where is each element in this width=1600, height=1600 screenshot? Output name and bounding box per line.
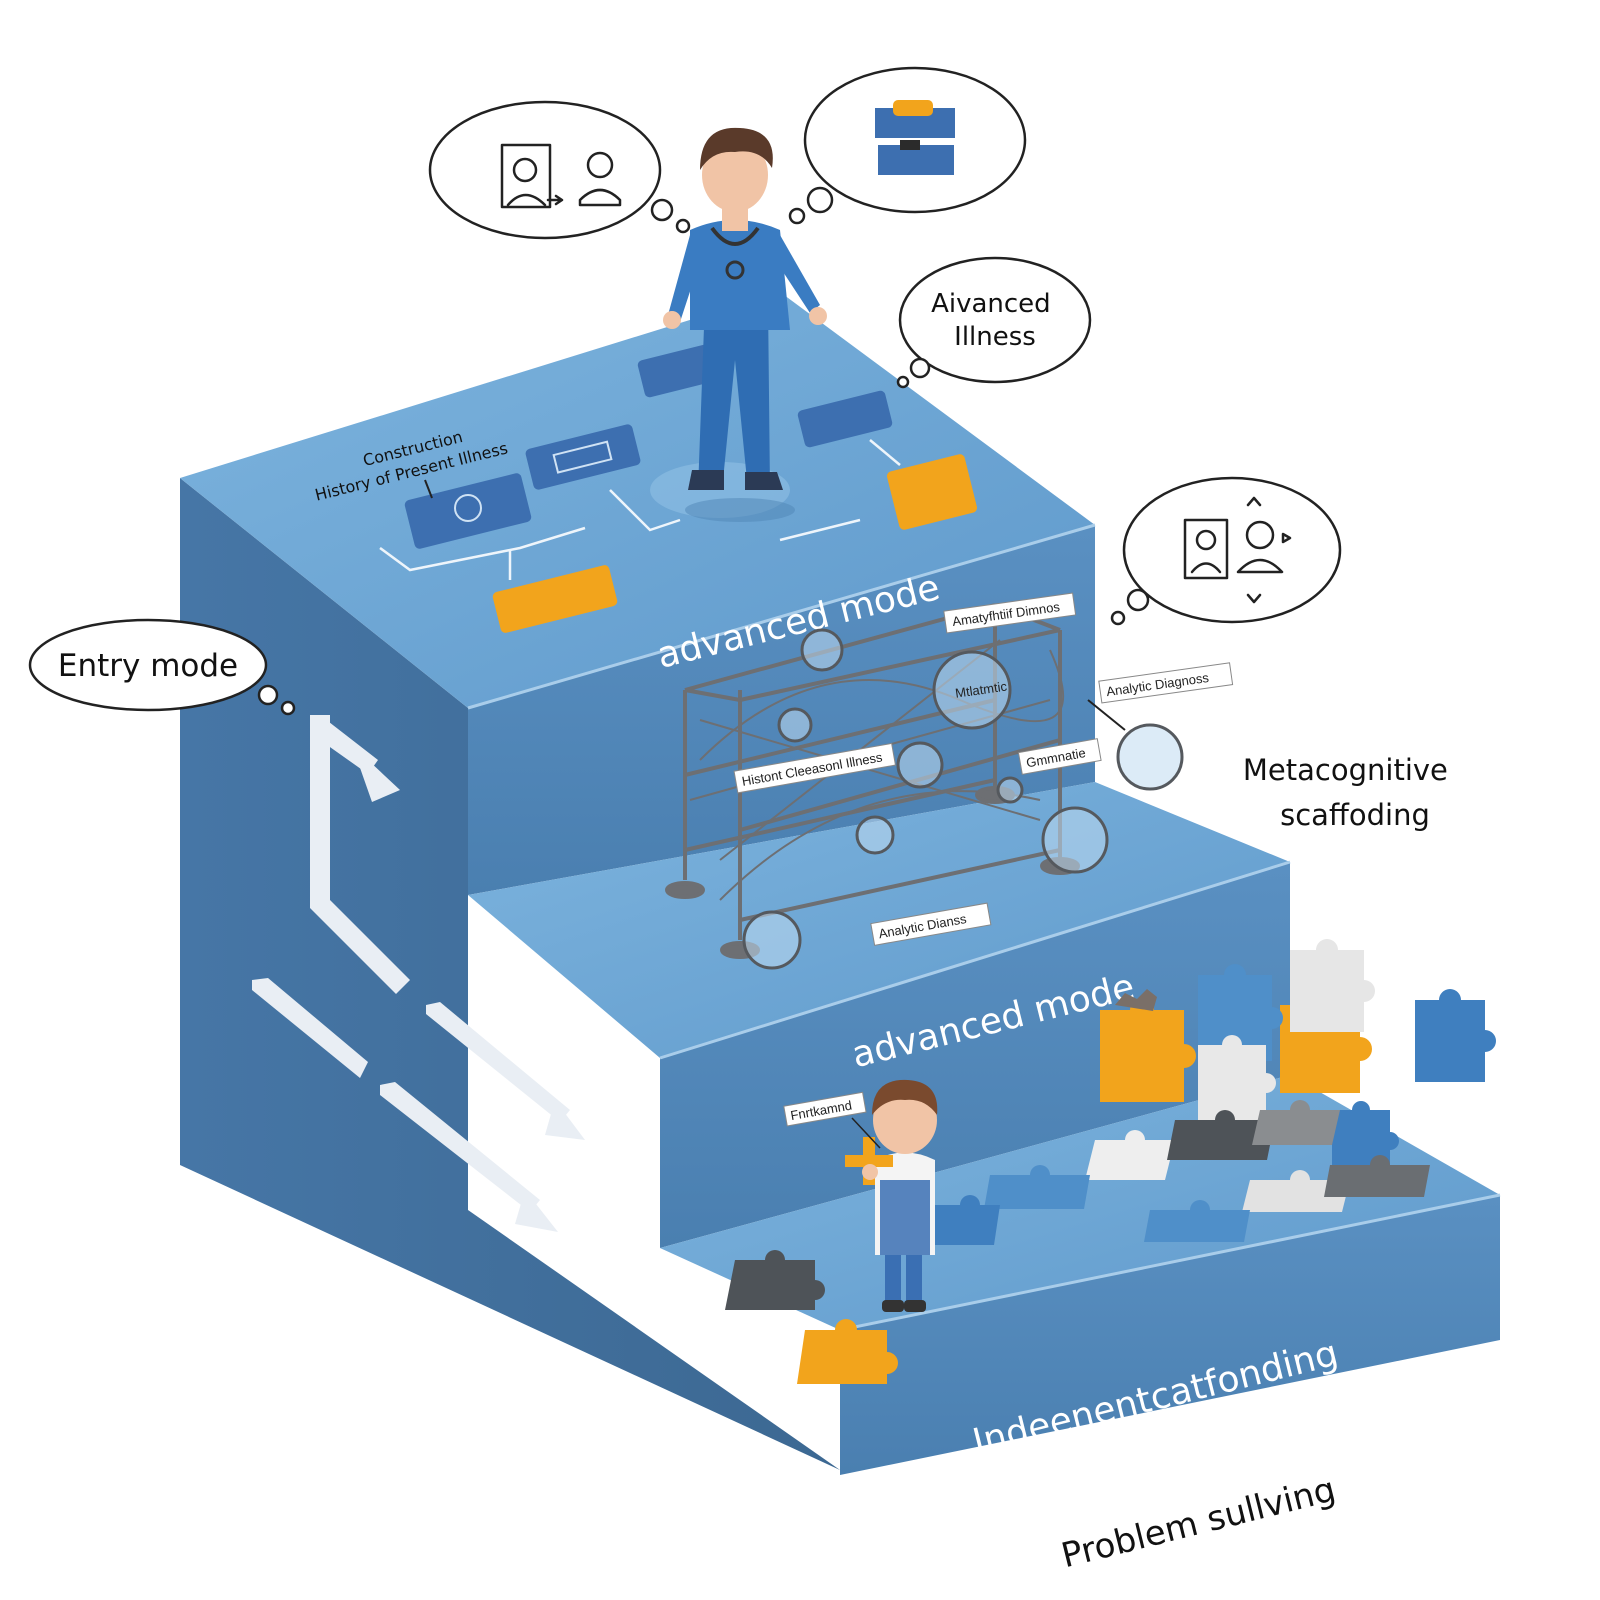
student-tag: Fnrtkamnd: [783, 1091, 867, 1127]
staircase-side-wall: [180, 478, 840, 1470]
metacognitive-label: Metacognitive scaffoding: [1243, 753, 1457, 832]
middle-step-riser: [660, 862, 1290, 1248]
consult-thought-bubble: [428, 100, 691, 240]
doctor-figure: [663, 127, 827, 522]
entry-mode-bubble: Entry mode: [28, 618, 296, 716]
people-bubble-icon: [1183, 496, 1292, 604]
puzzle-pieces: [725, 939, 1496, 1384]
heart-icon: [454, 494, 482, 522]
flow-block: [525, 424, 641, 490]
problem-solving-label: Problem sullving: [1058, 1470, 1340, 1577]
flow-block: [797, 390, 893, 448]
scaffold-tag: Analytic Diagnoss: [1098, 662, 1234, 704]
puzzle-thought-bubble: [788, 66, 1027, 225]
advanced-illness-bubble: Aivanced Illness: [896, 256, 1092, 389]
svg-text:Entry mode: Entry mode: [58, 648, 238, 684]
top-step-riser: [468, 525, 1095, 895]
orange-block: [886, 454, 978, 530]
scaffold-tag: Mtlatmtic: [954, 679, 1008, 701]
consult-bubble-icon: [500, 143, 622, 209]
bottom-step-riser: [840, 1195, 1500, 1475]
scaffold-tag: Amatyfhtiif Dimnos: [943, 592, 1077, 634]
magnifier-lenses: [742, 628, 1184, 970]
svg-text:Aivanced Illness: Aivanced Illness: [931, 289, 1059, 352]
orange-block: [492, 565, 618, 633]
puzzle-bubble-icon: [875, 100, 955, 175]
flow-block: [404, 473, 532, 549]
svg-text:Mtlatmtic: Mtlatmtic: [954, 679, 1008, 701]
flow-arrow-icon: [252, 715, 585, 1232]
student-figure: [845, 1079, 938, 1312]
people-thought-bubble: [1110, 476, 1342, 626]
